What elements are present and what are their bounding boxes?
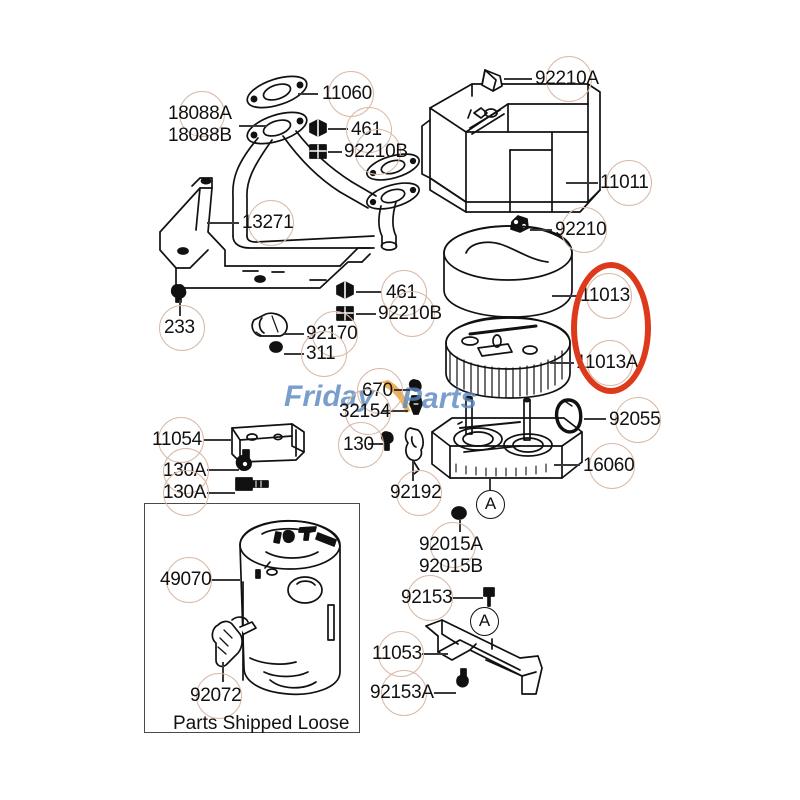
leader-311: [284, 353, 304, 355]
leader-92210B-mid: [356, 313, 376, 315]
part-label-130[interactable]: 130: [343, 434, 374, 455]
part-art-11053: [425, 619, 543, 695]
part-art-311: [269, 341, 283, 353]
part-label-92210[interactable]: 92210: [555, 219, 607, 240]
part-art-233: [170, 284, 187, 303]
part-art-92055: [554, 398, 583, 434]
leader-670: [394, 389, 410, 391]
leader-233: [179, 300, 181, 316]
leader-11013A: [550, 362, 574, 364]
part-label-18088B[interactable]: 18088B: [168, 125, 232, 146]
part-label-13271[interactable]: 13271: [242, 212, 294, 233]
part-label-49070[interactable]: 49070: [160, 569, 212, 590]
part-label-16060[interactable]: 16060: [583, 455, 635, 476]
leader-13271: [207, 222, 239, 224]
part-label-670[interactable]: 670: [362, 380, 393, 401]
part-art-92170: [251, 312, 288, 337]
part-label-233[interactable]: 233: [164, 317, 195, 338]
part-label-92153A[interactable]: 92153A: [370, 682, 434, 703]
part-art-92153A: [456, 668, 469, 688]
part-label-92015B[interactable]: 92015B: [419, 556, 483, 577]
part-art-130A-1: [235, 449, 252, 471]
part-label-11060[interactable]: 11060: [322, 83, 372, 104]
part-art-130A-2: [235, 477, 269, 491]
part-art-11054: [231, 423, 305, 463]
part-label-92210B-mid[interactable]: 92210B: [378, 303, 442, 324]
leader-92055: [584, 418, 606, 420]
leader-92153A: [434, 692, 456, 694]
part-label-11053[interactable]: 11053: [372, 643, 422, 664]
leader-11011: [566, 182, 598, 184]
leader-130A-1: [207, 469, 239, 471]
part-label-461-mid[interactable]: 461: [386, 282, 417, 303]
leader-92153: [451, 597, 483, 599]
part-art-49070: [239, 519, 341, 696]
part-label-92055[interactable]: 92055: [609, 409, 661, 430]
part-art-92210: [510, 215, 529, 233]
part-art-gasket-mid: [366, 153, 420, 210]
part-art-461-top: [309, 119, 327, 137]
part-label-130A-2[interactable]: 130A: [163, 482, 207, 503]
leader-130: [368, 443, 384, 445]
leader-49070: [210, 579, 240, 581]
part-art-pipe-tail: [378, 201, 398, 251]
part-art-92153: [483, 587, 495, 607]
part-art-92210B-top: [309, 144, 327, 159]
part-art-461-mid: [336, 281, 354, 299]
part-art-11013A: [445, 316, 571, 399]
leader-92072: [222, 662, 224, 682]
part-art-92072: [211, 616, 257, 668]
leader-11053: [422, 653, 448, 655]
part-label-311[interactable]: 311: [306, 343, 336, 364]
part-art-13271: [159, 177, 371, 289]
leader-11013: [552, 295, 578, 297]
leader-18088: [239, 125, 267, 127]
part-art-92192: [404, 427, 424, 475]
part-art-11013: [443, 225, 573, 318]
leader-92210: [530, 229, 552, 231]
leader-92210A: [504, 78, 532, 80]
leader-92170: [284, 333, 304, 335]
part-art-16060: [431, 395, 583, 479]
part-label-92170[interactable]: 92170: [306, 323, 358, 344]
leader-92210B-top: [328, 151, 342, 153]
leader-11054: [204, 439, 232, 441]
leader-16060: [554, 464, 580, 466]
leader-130A-2: [207, 492, 235, 494]
part-label-92015A[interactable]: 92015A: [419, 534, 483, 555]
part-art-92210A: [481, 69, 503, 92]
parts-shipped-loose-box: [144, 503, 360, 733]
part-label-11054[interactable]: 11054: [152, 429, 202, 450]
part-label-11013[interactable]: 11013: [580, 285, 630, 306]
part-label-parts-shipped-loose[interactable]: Parts Shipped Loose: [173, 713, 350, 734]
leader-461-top: [328, 128, 348, 130]
part-art-130: [380, 431, 394, 451]
part-art-11011: [421, 83, 601, 213]
leader-92015: [459, 520, 461, 532]
leader-callout-a-1: [489, 478, 491, 490]
part-label-92192[interactable]: 92192: [390, 482, 442, 503]
part-label-11013A[interactable]: 11013A: [576, 352, 639, 373]
part-art-18088: [232, 111, 377, 249]
callout-marker-a-2: A: [470, 607, 499, 636]
part-art-11060: [246, 75, 308, 109]
leader-32154: [382, 410, 408, 412]
part-label-461-top[interactable]: 461: [351, 119, 382, 140]
leader-92192: [412, 461, 414, 481]
part-label-92210A[interactable]: 92210A: [535, 68, 599, 89]
callout-marker-a-1: A: [476, 490, 505, 519]
part-art-670-32154: [408, 379, 423, 415]
part-art-92015: [451, 506, 467, 520]
part-label-11011[interactable]: 11011: [600, 172, 649, 193]
part-label-92072[interactable]: 92072: [190, 685, 242, 706]
leader-461-mid: [356, 291, 382, 293]
part-label-18088A[interactable]: 18088A: [168, 103, 232, 124]
part-label-92210B-top[interactable]: 92210B: [344, 141, 408, 162]
part-art-92210B-mid: [336, 306, 354, 321]
part-label-130A-1[interactable]: 130A: [163, 460, 207, 481]
leader-11060: [298, 93, 318, 95]
part-label-92153[interactable]: 92153: [401, 587, 453, 608]
part-label-32154[interactable]: 32154: [339, 401, 391, 422]
